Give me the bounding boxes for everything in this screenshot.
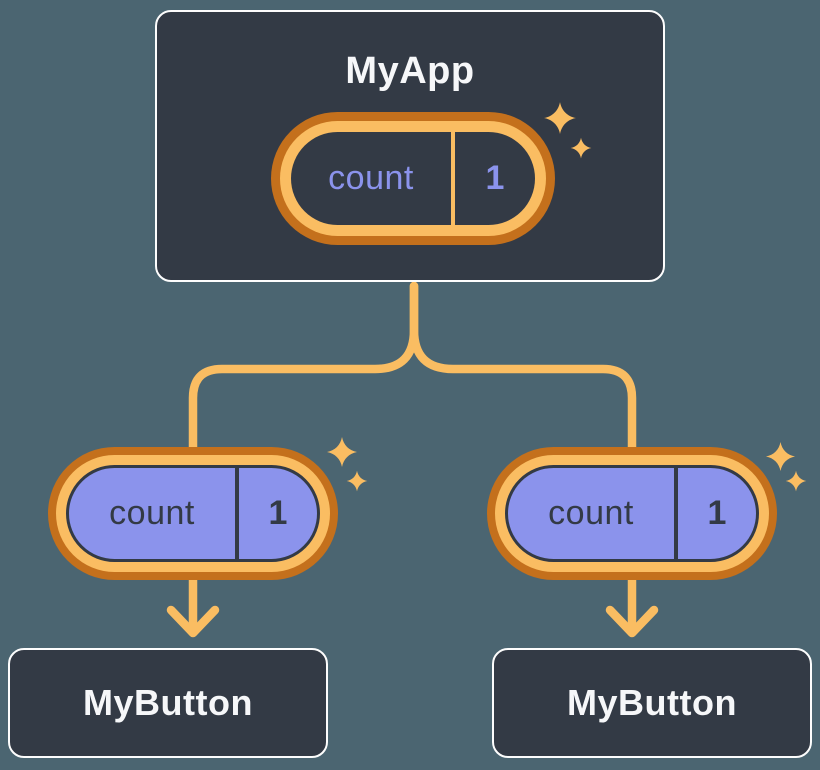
sparkle-icon — [785, 470, 807, 492]
sparkle-icon — [570, 137, 592, 159]
prop-value: 1 — [707, 494, 727, 532]
pill-divider — [235, 468, 239, 559]
pill-divider — [674, 468, 678, 559]
prop-pill-core: count 1 — [66, 465, 320, 562]
component-node-mybutton-right: MyButton — [492, 648, 812, 758]
sparkle-icon — [765, 441, 796, 472]
prop-pill-right: count 1 — [487, 447, 777, 580]
prop-pill-left: count 1 — [48, 447, 338, 580]
prop-name: count — [109, 494, 195, 532]
sparkle-icon — [544, 102, 576, 134]
prop-pill-core: count 1 — [505, 465, 759, 562]
state-pill-ring: count 1 — [280, 121, 546, 236]
sparkle-icon — [346, 470, 368, 492]
down-arrow-right-icon — [605, 605, 659, 638]
component-title: MyButton — [567, 682, 737, 723]
state-pill-core: count 1 — [291, 132, 535, 225]
pill-divider — [451, 132, 455, 225]
component-title: MyApp — [345, 50, 475, 92]
state-name: count — [328, 159, 414, 197]
sparkle-icon — [327, 437, 357, 467]
component-title: MyButton — [83, 682, 253, 723]
down-arrow-left-icon — [166, 605, 220, 638]
prop-value: 1 — [268, 494, 288, 532]
prop-pill-ring: count 1 — [495, 455, 769, 572]
connector-right-branch — [409, 281, 637, 631]
state-value: 1 — [485, 159, 505, 197]
state-pill: count 1 — [271, 112, 555, 245]
prop-pill-ring: count 1 — [56, 455, 330, 572]
component-node-mybutton-left: MyButton — [8, 648, 328, 758]
prop-name: count — [548, 494, 634, 532]
